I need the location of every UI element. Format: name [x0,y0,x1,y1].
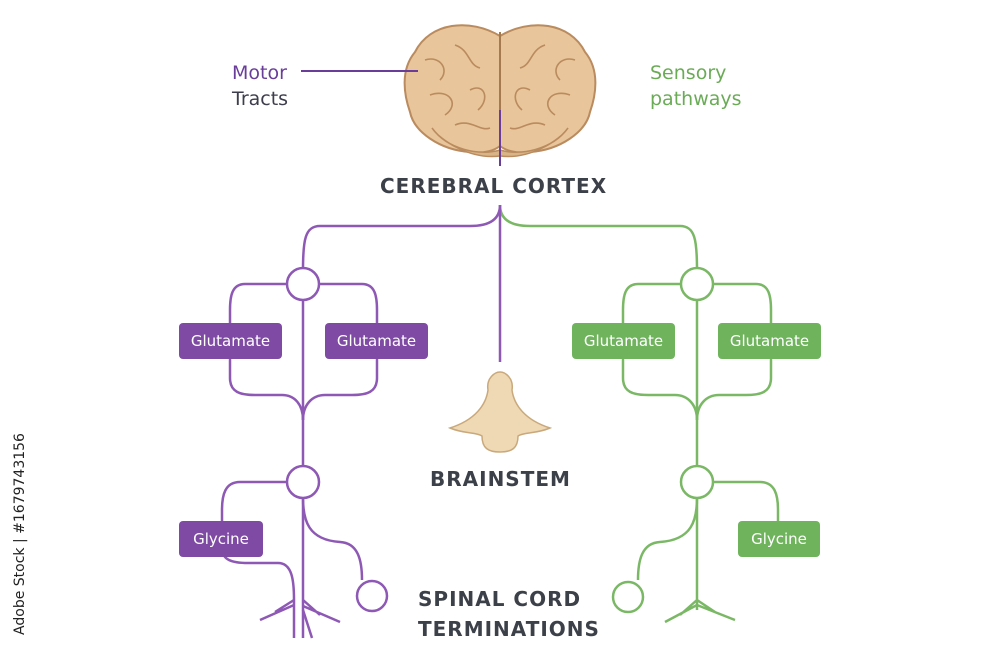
stock-watermark: Adobe Stock | #1679743156 [8,426,32,641]
sensory-tree [611,266,780,624]
cerebral-cortex-title: CEREBRAL CORTEX [380,174,608,198]
sensory-pathways-label: Sensory pathways [650,60,742,112]
spinal-title-line2: TERMINATIONS [418,617,600,641]
sensory-main-branch [498,204,699,271]
brainstem-illustration [447,371,553,453]
motor-glutamate-chip-right: Glutamate [325,323,428,359]
sensory-label-line2: pathways [650,88,742,110]
motor-label-line1: Motor [232,62,287,84]
sensory-glycine-chip: Glycine [738,521,820,557]
sensory-glutamate-chip-left: Glutamate [572,323,675,359]
motor-glycine-chip: Glycine [179,521,263,557]
spinal-title-line1: SPINAL CORD [418,587,582,611]
motor-label-line2: Tracts [232,88,289,110]
motor-tree [220,266,389,639]
sensory-label-line1: Sensory [650,62,727,84]
sensory-glutamate-chip-right: Glutamate [718,323,821,359]
watermark-text: Adobe Stock | #1679743156 [12,432,28,635]
motor-glutamate-chip-left: Glutamate [179,323,282,359]
brainstem-title: BRAINSTEM [430,467,571,491]
spinal-cord-title: SPINAL CORD TERMINATIONS [418,584,600,644]
motor-main-branch [301,204,502,271]
motor-tracts-label: Motor Tracts [232,60,288,112]
